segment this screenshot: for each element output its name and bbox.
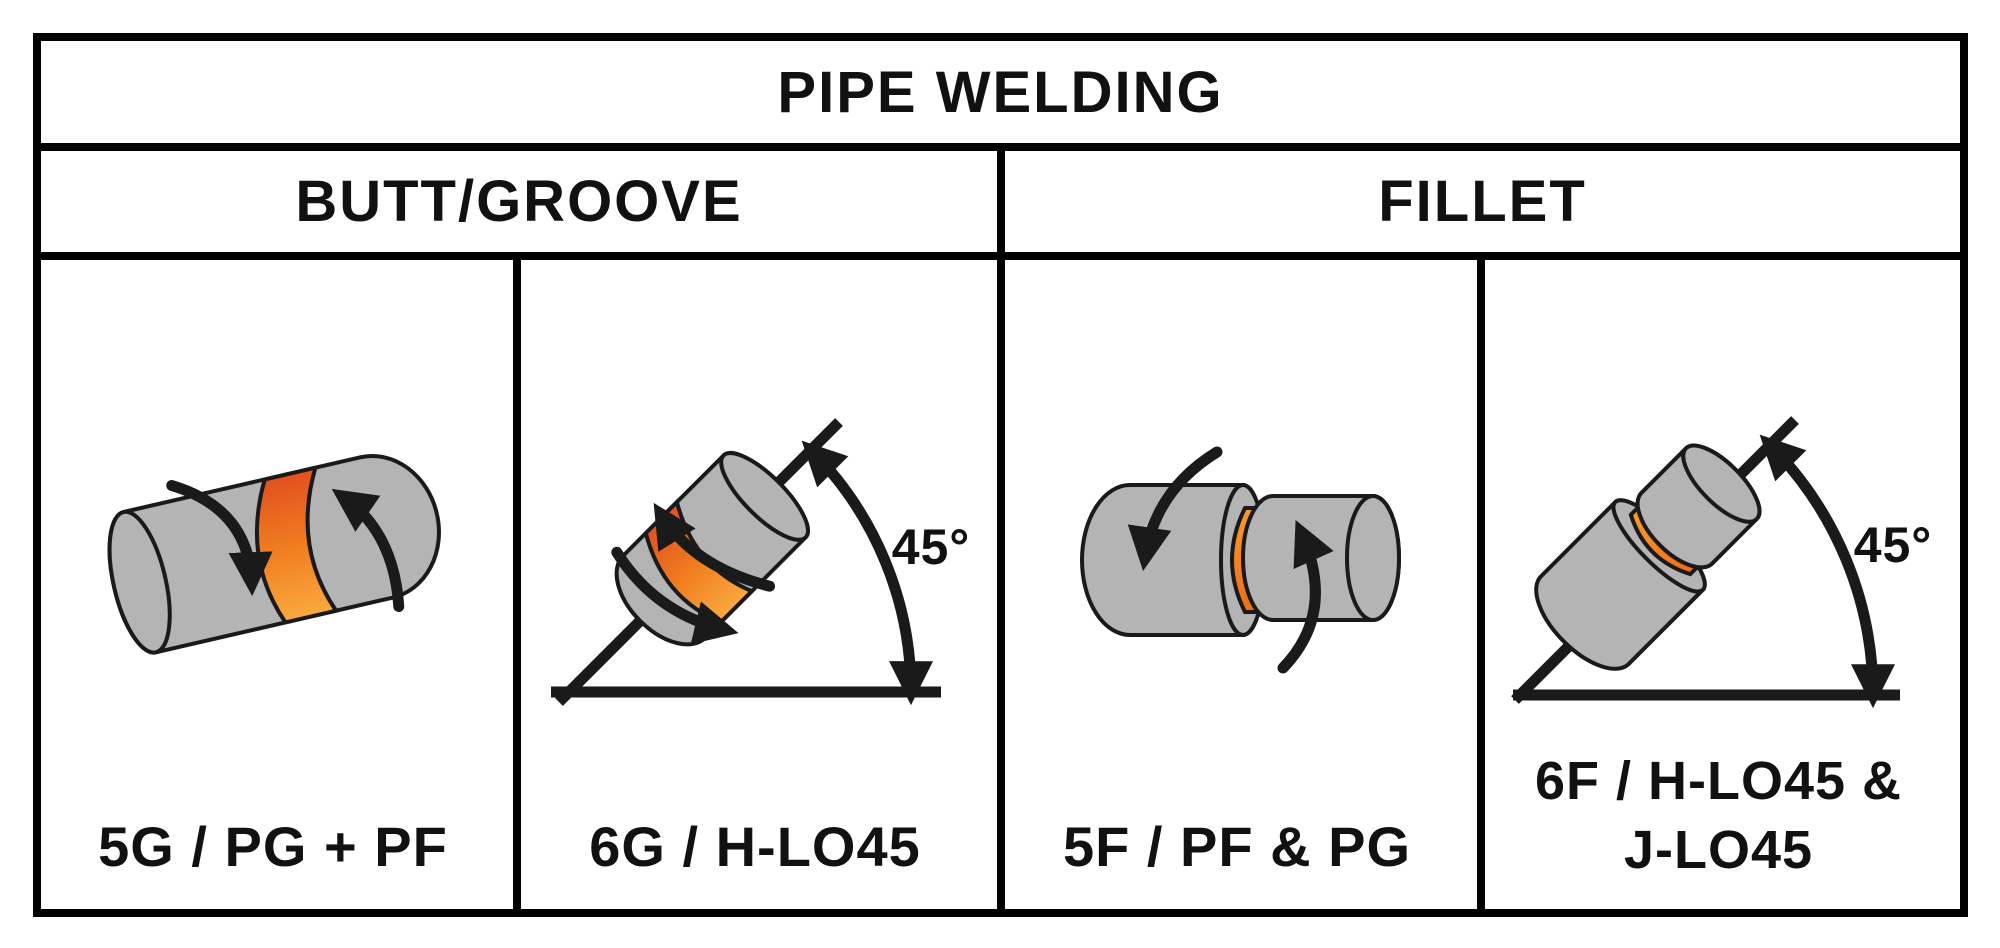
cell-5g: 5G / PG + PF (41, 260, 521, 909)
illustration-6f-inclined-fillet-joint: 45° (1511, 416, 1933, 709)
cell-5f: 5F / PF & PG (1005, 260, 1485, 909)
illustration-6g-inclined-pipe: 45° (551, 418, 971, 706)
rotation-arrow-left (166, 479, 273, 597)
table-title: PIPE WELDING (777, 59, 1224, 125)
positions-row: 5G / PG + PF (41, 260, 1960, 909)
rotation-arrow-right (1277, 519, 1334, 674)
angle-label-6f: 45° (1854, 517, 1933, 573)
pipe-end-cap (107, 509, 172, 655)
weld-band (255, 464, 340, 625)
position-label-5f: 5F / PF & PG (1062, 815, 1412, 879)
rotation-arrow-left (1127, 446, 1223, 572)
position-label-6f-line1: 6F / H-LO45 & (1534, 750, 1903, 811)
cell-6f: 45° 6F / H-LO45 & J-LO45 (1485, 260, 1960, 909)
rotation-arrow-lower (611, 546, 739, 645)
small-pipe-end-cap (1681, 443, 1762, 524)
pipe-welding-table: PIPE WELDING BUTT/GROOVE FILLET (33, 33, 1968, 917)
group-header-row: BUTT/GROOVE FILLET (41, 151, 1960, 260)
illustration-5g-horizontal-pipe (107, 453, 441, 655)
position-label-5g: 5G / PG + PF (98, 815, 448, 879)
angle-label-6g: 45° (892, 519, 971, 575)
rotation-arrow-right (331, 488, 405, 613)
angle-arc (801, 440, 934, 706)
group-header-butt-groove: BUTT/GROOVE (41, 151, 1005, 252)
cell-6g: 45° 6G / H-LO45 (521, 260, 1005, 909)
angle-arc (1759, 434, 1895, 709)
large-pipe-body (1534, 499, 1706, 671)
group-header-fillet: FILLET (1378, 169, 1587, 234)
small-pipe-end-cap (1345, 494, 1401, 622)
table-title-row: PIPE WELDING (41, 41, 1960, 151)
rotation-arrow-upper (653, 502, 776, 592)
position-label-6f-line2: J-LO45 (1623, 819, 1814, 880)
illustration-5f-fillet-joint (1080, 446, 1401, 674)
position-label-6g: 6G / H-LO45 (589, 815, 921, 879)
position-label-6f: 6F / H-LO45 & J-LO45 (1485, 747, 1952, 885)
